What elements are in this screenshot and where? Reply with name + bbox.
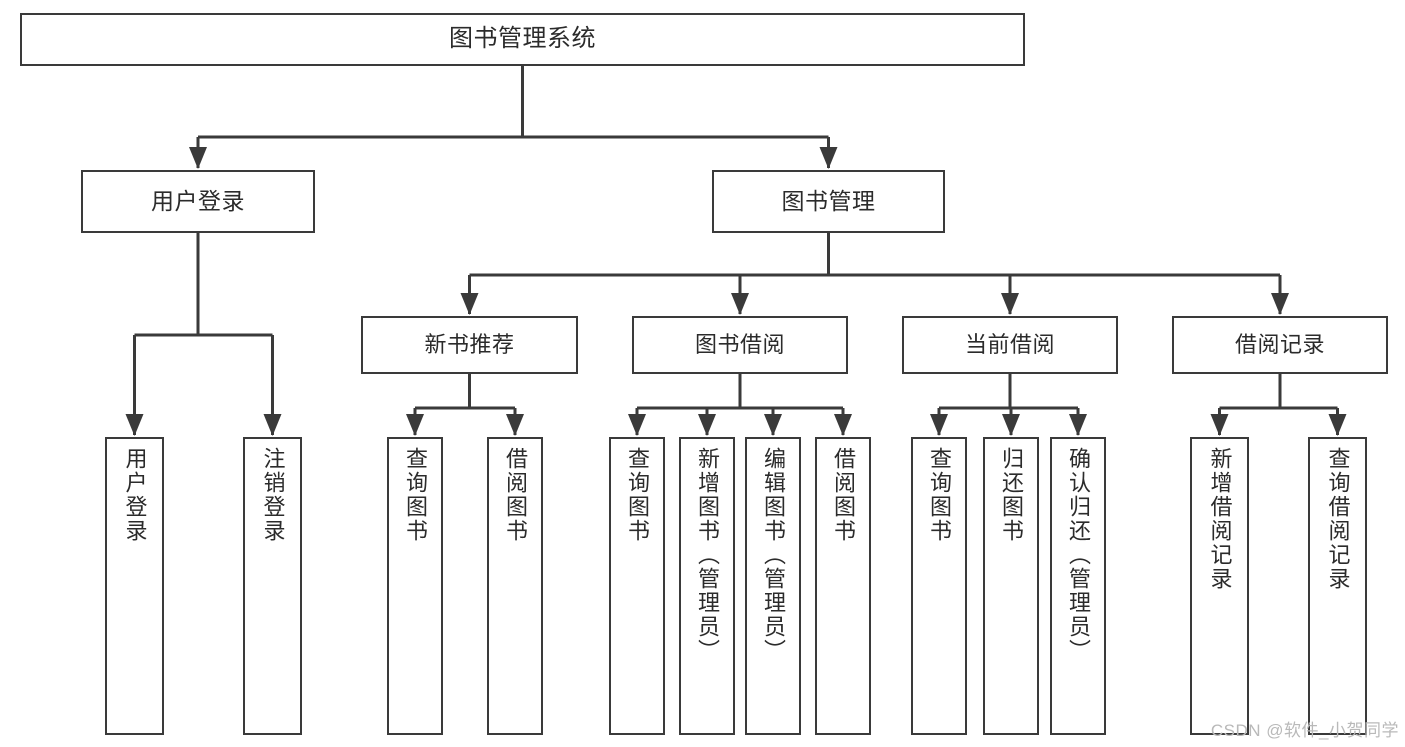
arrow-head-icon [506, 414, 524, 436]
node-login[interactable]: 用户登录 [81, 170, 315, 233]
node-label: 借阅图书 [831, 447, 856, 543]
arrow-head-icon [125, 414, 144, 436]
node-label: 查询借阅记录 [1325, 447, 1351, 591]
node-current[interactable]: 当前借阅 [902, 316, 1118, 374]
node-label: 图书管理 [781, 187, 876, 214]
node-l-q2[interactable]: 查询图书 [609, 437, 665, 735]
node-bookmgr[interactable]: 图书管理 [712, 170, 945, 233]
node-label: 新书推荐 [424, 331, 515, 357]
node-label: 图书借阅 [694, 331, 785, 357]
node-l-login[interactable]: 用户登录 [105, 437, 164, 735]
node-label: 查询图书 [927, 447, 952, 543]
watermark: CSDN @软件_小贺同学 [1210, 721, 1399, 740]
node-l-b1[interactable]: 借阅图书 [487, 437, 543, 735]
node-label: 新增借阅记录 [1207, 447, 1233, 591]
arrow-head-icon [834, 414, 852, 436]
node-record[interactable]: 借阅记录 [1172, 316, 1388, 374]
node-label: 确认归还（管理员） [1066, 447, 1091, 663]
node-l-logout[interactable]: 注销登录 [243, 437, 302, 735]
node-l-q1[interactable]: 查询图书 [387, 437, 443, 735]
node-label: 归还图书 [999, 447, 1024, 543]
arrow-head-icon [460, 293, 479, 315]
arrow-head-icon [1328, 414, 1347, 436]
arrow-head-icon [819, 147, 838, 169]
node-label: 查询图书 [403, 447, 428, 543]
node-label: 图书管理系统 [449, 25, 596, 53]
arrow-head-icon [1002, 414, 1020, 436]
node-label: 查询图书 [625, 447, 650, 543]
node-label: 借阅记录 [1234, 331, 1325, 357]
arrow-head-icon [628, 414, 646, 436]
arrow-head-icon [1271, 293, 1289, 315]
node-label: 新增图书（管理员） [695, 447, 720, 663]
node-borrow[interactable]: 图书借阅 [632, 316, 848, 374]
node-l-b2[interactable]: 借阅图书 [815, 437, 871, 735]
arrow-head-icon [731, 293, 749, 315]
node-label: 借阅图书 [503, 447, 528, 543]
node-label: 注销登录 [260, 447, 286, 543]
node-l-addrec[interactable]: 新增借阅记录 [1190, 437, 1249, 735]
node-l-q3[interactable]: 查询图书 [911, 437, 967, 735]
node-newbook[interactable]: 新书推荐 [361, 316, 578, 374]
arrow-head-icon [263, 414, 282, 436]
node-l-edit[interactable]: 编辑图书（管理员） [745, 437, 801, 735]
arrow-head-icon [406, 414, 424, 436]
arrow-head-icon [1210, 414, 1229, 436]
arrow-head-icon [930, 414, 948, 436]
node-l-return[interactable]: 归还图书 [983, 437, 1039, 735]
node-root[interactable]: 图书管理系统 [20, 13, 1025, 66]
node-l-qrec[interactable]: 查询借阅记录 [1308, 437, 1367, 735]
arrow-head-icon [1001, 293, 1019, 315]
node-label: 当前借阅 [964, 331, 1055, 357]
node-l-add[interactable]: 新增图书（管理员） [679, 437, 735, 735]
arrow-head-icon [698, 414, 716, 436]
node-l-confirm[interactable]: 确认归还（管理员） [1050, 437, 1106, 735]
arrow-head-icon [1069, 414, 1087, 436]
arrow-head-icon [764, 414, 782, 436]
node-label: 用户登录 [151, 187, 245, 214]
node-label: 用户登录 [122, 447, 148, 543]
arrow-head-icon [189, 147, 207, 169]
node-label: 编辑图书（管理员） [761, 447, 786, 663]
